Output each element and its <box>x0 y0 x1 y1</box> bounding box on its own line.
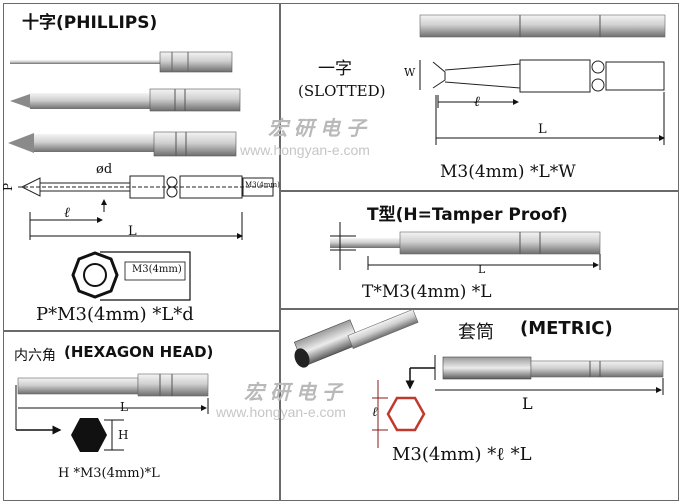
phillips-label-d: ød <box>96 162 113 177</box>
metric-socket-bit <box>442 356 664 380</box>
metric-formula: M3(4mm) *ℓ *L <box>392 444 532 465</box>
hexagon-formula: H *M3(4mm)*L <box>58 466 160 481</box>
metric-title-cn: 套筒 <box>458 322 494 343</box>
metric-socket-photo <box>293 309 419 368</box>
slotted-label-l-small: ℓ <box>474 94 480 110</box>
hexagon-label-l: L <box>120 400 128 414</box>
watermark-url-upper: www.hongyan-e.com <box>240 142 370 158</box>
slotted-formula: M3(4mm) *L*W <box>440 162 576 182</box>
tamper-formula: T*M3(4mm) *L <box>362 282 492 302</box>
phillips-panel <box>3 3 280 331</box>
watermark-url-lower: www.hongyan-e.com <box>216 404 346 420</box>
hexagon-bit-photo <box>17 373 209 397</box>
slotted-label-l: L <box>538 122 547 137</box>
metric-title-en: (METRIC) <box>520 318 613 339</box>
watermark-cn-lower: 宏研电子 <box>244 380 348 404</box>
tamper-label-l: L <box>478 263 486 276</box>
hexagon-panel <box>3 331 280 501</box>
phillips-bit-thin <box>10 51 233 73</box>
phillips-title: 十字(PHILLIPS) <box>22 13 158 33</box>
tamper-title: T型(H=Tamper Proof) <box>367 205 568 225</box>
metric-hex-symbol <box>386 396 426 432</box>
phillips-label-p: P <box>1 182 16 192</box>
slotted-title-cn: 一字 <box>318 59 352 79</box>
phillips-formula: P*M3(4mm) *L*d <box>36 304 194 325</box>
hexagon-title-cn: 内六角 <box>14 348 56 364</box>
phillips-hex-label: M3(4mm) <box>132 264 182 275</box>
slotted-bit-photo <box>419 14 666 38</box>
phillips-label-l: L <box>128 224 137 239</box>
phillips-outline-drawing <box>18 175 274 199</box>
tamper-bit-photo <box>330 231 601 255</box>
hexagon-label-h: H <box>118 428 129 442</box>
hex-head-symbol <box>71 418 107 452</box>
phillips-label-l-small: ℓ <box>64 205 70 221</box>
slotted-label-w: W <box>404 66 416 79</box>
phillips-chip-label: M3(4mm) <box>245 181 280 189</box>
phillips-hex-drawing <box>71 251 119 299</box>
hexagon-title-en: (HEXAGON HEAD) <box>64 343 214 361</box>
slotted-outline-drawing <box>432 59 665 93</box>
phillips-bit-medium <box>10 88 241 112</box>
phillips-bit-long <box>8 131 237 157</box>
metric-label-l: L <box>522 394 533 413</box>
slotted-title-en: (SLOTTED) <box>298 82 386 100</box>
metric-label-l-small: ℓ <box>372 405 378 420</box>
watermark-cn-upper: 宏研电子 <box>268 116 372 140</box>
